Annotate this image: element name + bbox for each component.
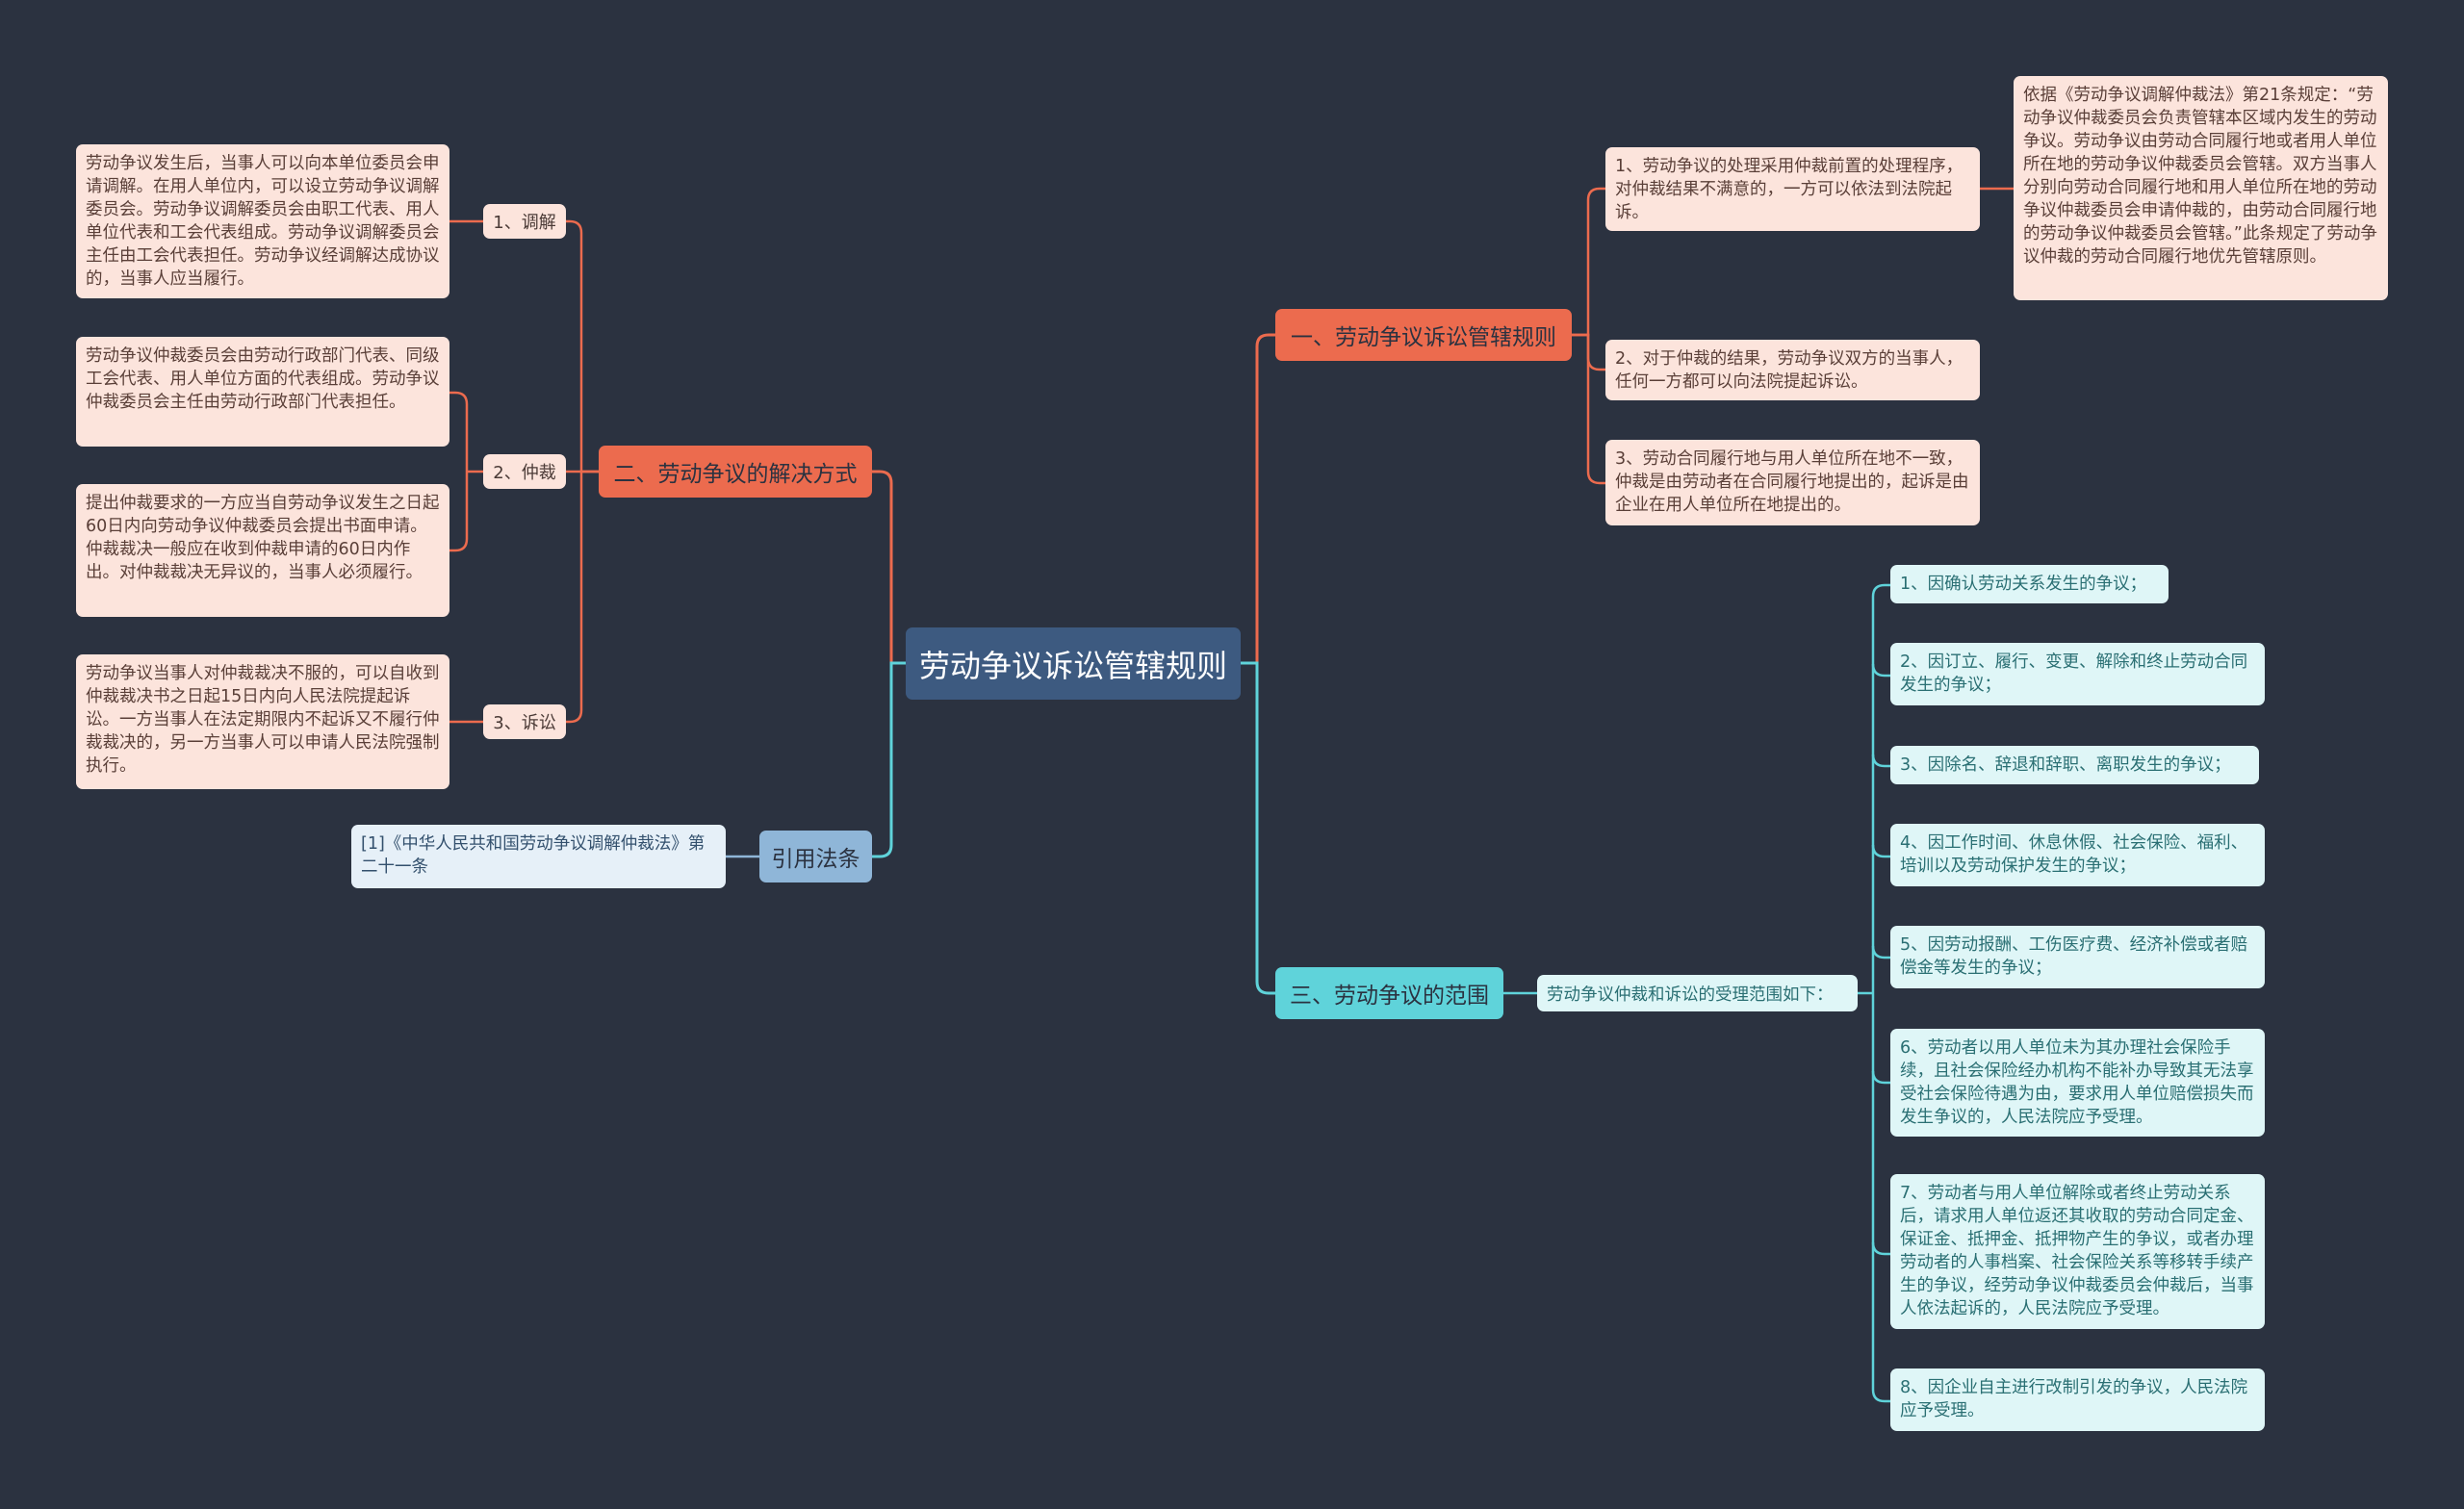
scope-item-6[interactable]: 6、劳动者以用人单位未为其办理社会保险手续，且社会保险经办机构不能补办导致其无法… (1890, 1029, 2265, 1137)
branch-citation[interactable]: 引用法条 (759, 831, 872, 882)
link-scope-item-1 (1871, 583, 1890, 598)
link-scope-item-8 (1871, 1389, 1890, 1403)
link-scope-item-4 (1871, 844, 1890, 858)
jurisdiction-note[interactable]: 依据《劳动争议调解仲裁法》第21条规定：“劳动争议仲裁委员会负责管辖本区域内发生… (2014, 76, 2388, 300)
scope-item-2[interactable]: 2、因订立、履行、变更、解除和终止劳动合同发生的争议； (1890, 643, 2265, 705)
scope-item-5[interactable]: 5、因劳动报酬、工伤医疗费、经济补偿或者赔偿金等发生的争议； (1890, 926, 2265, 988)
resolution-litigation[interactable]: 3、诉讼 (483, 704, 566, 739)
link-arbitration-texts (449, 391, 483, 552)
branch-jurisdiction[interactable]: 一、劳动争议诉讼管辖规则 (1275, 309, 1572, 361)
link-root-jurisdiction (1241, 333, 1275, 665)
link-jurisdiction-1 (1572, 187, 1605, 337)
link-resolution-litigation (566, 470, 599, 724)
scope-intro[interactable]: 劳动争议仲裁和诉讼的受理范围如下： (1537, 975, 1858, 1011)
resolution-arbitration[interactable]: 2、仲裁 (483, 454, 566, 489)
arbitration-text-1[interactable]: 劳动争议仲裁委员会由劳动行政部门代表、同级工会代表、用人单位方面的代表组成。劳动… (76, 337, 449, 447)
branch-resolution[interactable]: 二、劳动争议的解决方式 (599, 446, 872, 498)
link-scope-item-7 (1871, 1241, 1890, 1256)
link-resolution-mediation (566, 219, 599, 473)
link-scope-items (1858, 597, 1875, 1390)
link-scope-item-6 (1871, 1070, 1890, 1085)
link-scope-item-5 (1871, 945, 1890, 959)
link-root-citation (872, 661, 906, 858)
litigation-text[interactable]: 劳动争议当事人对仲裁裁决不服的，可以自收到仲裁裁决书之日起15日内向人民法院提起… (76, 654, 449, 789)
link-jurisdiction-3 (1572, 333, 1605, 485)
root-node[interactable]: 劳动争议诉讼管辖规则 (906, 627, 1241, 700)
arbitration-text-2[interactable]: 提出仲裁要求的一方应当自劳动争议发生之日起60日内向劳动争议仲裁委员会提出书面申… (76, 484, 449, 617)
branch-scope[interactable]: 三、劳动争议的范围 (1275, 967, 1503, 1019)
scope-item-8[interactable]: 8、因企业自主进行改制引发的争议，人民法院应予受理。 (1890, 1368, 2265, 1431)
resolution-mediation[interactable]: 1、调解 (483, 204, 566, 239)
jurisdiction-item-2[interactable]: 2、对于仲裁的结果，劳动争议双方的当事人，任何一方都可以向法院提起诉讼。 (1605, 340, 1980, 400)
link-scope-item-2 (1871, 663, 1890, 678)
scope-item-1[interactable]: 1、因确认劳动关系发生的争议； (1890, 565, 2169, 603)
link-root-resolution (872, 470, 906, 665)
jurisdiction-item-1[interactable]: 1、劳动争议的处理采用仲裁前置的处理程序，对仲裁结果不满意的，一方可以依法到法院… (1605, 147, 1980, 231)
jurisdiction-item-3[interactable]: 3、劳动合同履行地与用人单位所在地不一致，仲裁是由劳动者在合同履行地提出的，起诉… (1605, 440, 1980, 525)
link-scope-item-3 (1871, 754, 1890, 768)
mediation-text[interactable]: 劳动争议发生后，当事人可以向本单位委员会申请调解。在用人单位内，可以设立劳动争议… (76, 144, 449, 298)
scope-item-4[interactable]: 4、因工作时间、休息休假、社会保险、福利、培训以及劳动保护发生的争议； (1890, 824, 2265, 886)
scope-item-3[interactable]: 3、因除名、辞退和辞职、离职发生的争议； (1890, 746, 2259, 784)
scope-item-7[interactable]: 7、劳动者与用人单位解除或者终止劳动关系后，请求用人单位返还其收取的劳动合同定金… (1890, 1174, 2265, 1329)
citation-item[interactable]: [1]《中华人民共和国劳动争议调解仲裁法》第二十一条 (351, 825, 726, 888)
link-root-scope (1241, 661, 1275, 995)
